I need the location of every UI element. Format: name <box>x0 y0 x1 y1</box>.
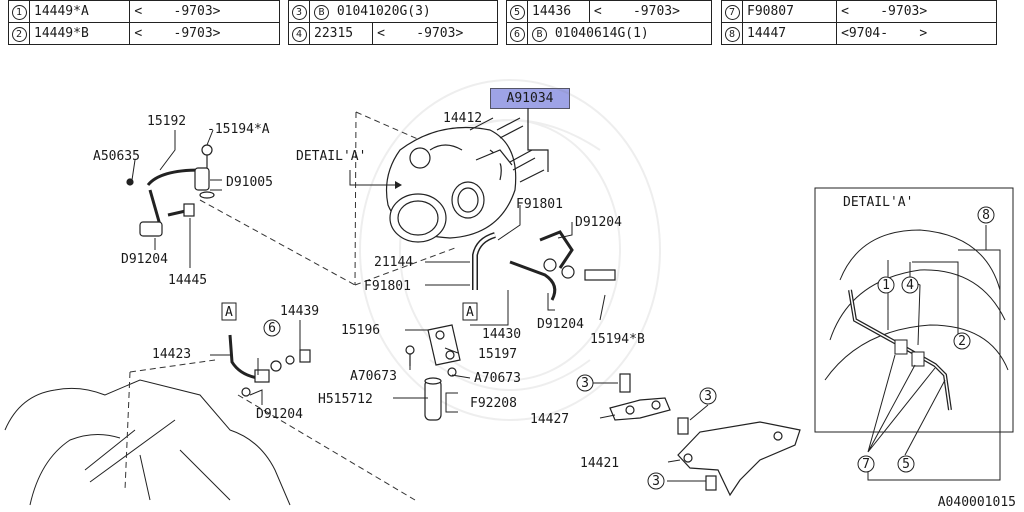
label-14427: 14427 <box>530 412 569 427</box>
lower-oil-pipe <box>228 334 311 397</box>
reference-box-a <box>221 302 237 321</box>
callout-number: 3 <box>652 474 660 489</box>
legend-table-1: 1 14449*A < -9703> 2 14449*B < -9703> <box>8 0 280 45</box>
label-d91204-b: D91204 <box>575 215 622 230</box>
label-15194a: -15194*A <box>207 122 270 137</box>
turbocharger <box>385 126 517 243</box>
leader-lines <box>131 117 709 482</box>
label-14445: 14445 <box>168 273 207 288</box>
legend-part: 14449*B <box>28 22 131 45</box>
reference-box-a <box>462 302 478 321</box>
brackets <box>609 373 801 497</box>
bolt-b-mark: B <box>532 26 547 42</box>
callout-number: 7 <box>862 457 870 472</box>
label-15194b: 15194*B <box>590 332 645 347</box>
legend-range: < -9703> <box>372 22 498 45</box>
label-14439: 14439 <box>280 304 319 319</box>
oil-return-hoses <box>472 230 616 301</box>
highlighted-part-label[interactable]: A91034 <box>490 88 570 109</box>
engine-callout-lines <box>124 359 416 501</box>
label-f91801-a: F91801 <box>516 197 563 212</box>
label-a70673-a: A70673 <box>350 369 397 384</box>
legend-table-2: 3 B 01041020G(3) 4 22315 < -9703> <box>288 0 498 45</box>
label-14412: 14412 <box>443 111 482 126</box>
callout-circle-1 <box>877 276 895 294</box>
label-d91005: D91005 <box>226 175 273 190</box>
callout-number: 8 <box>982 208 990 223</box>
label-21144: 21144 <box>374 255 413 270</box>
callout-5: 5 <box>509 4 525 20</box>
legend-range: <9704- > <box>836 22 997 45</box>
label-a70673-b: A70673 <box>474 371 521 386</box>
legend-range: < -9703> <box>129 22 280 45</box>
label-box-a: A <box>225 305 233 320</box>
watermark-emblem <box>359 79 661 421</box>
callout-3: 3 <box>291 4 307 20</box>
label-15192: 15192 <box>147 114 186 129</box>
callout-8: 8 <box>724 26 740 42</box>
drain-pipe <box>405 324 461 421</box>
callout-number: 6 <box>268 321 276 336</box>
callout-circle-5 <box>897 455 915 473</box>
detail-a-title: DETAIL'A' <box>843 195 913 210</box>
label-14421: 14421 <box>580 456 619 471</box>
label-d91204-a: D91204 <box>121 252 168 267</box>
callout-number: 1 <box>882 278 890 293</box>
label-14430: 14430 <box>482 327 521 342</box>
legend-range: < -9703> <box>129 0 280 23</box>
legend-part: 01040614G(1) <box>554 25 649 41</box>
label-14423: 14423 <box>152 347 191 362</box>
engine-outline <box>4 379 291 506</box>
bolt-b-mark: B <box>314 4 329 20</box>
callout-circle-7 <box>857 455 875 473</box>
label-f91801-b: F91801 <box>364 279 411 294</box>
callout-circle-3 <box>699 387 717 405</box>
callout-number: 3 <box>704 389 712 404</box>
label-detail-a: DETAIL'A' <box>296 149 366 164</box>
callout-circle-2 <box>953 332 971 350</box>
callout-circle-8 <box>977 206 995 224</box>
legend-part: 14447 <box>741 22 838 45</box>
callout-number: 5 <box>902 457 910 472</box>
callout-circle-3 <box>576 374 594 392</box>
callout-circle-4 <box>901 276 919 294</box>
legend-table-3: 5 14436 < -9703> 6 B 01040614G(1) <box>506 0 713 45</box>
oil-feed-pipe <box>126 144 215 237</box>
detail-callout-lines <box>199 111 456 286</box>
label-box-a: A <box>466 305 474 320</box>
callout-1: 1 <box>11 4 27 20</box>
label-d91204-c: D91204 <box>537 317 584 332</box>
label-h515712: H515712 <box>318 392 373 407</box>
detail-a-drawing <box>824 229 1009 411</box>
legend-part: 01041020G(3) <box>336 3 431 19</box>
callout-number: 2 <box>958 334 966 349</box>
detail-arrowhead <box>395 181 402 189</box>
callout-circle-3 <box>647 472 665 490</box>
label-f92208: F92208 <box>470 396 517 411</box>
callout-number: 3 <box>581 376 589 391</box>
callout-6: 6 <box>509 26 525 42</box>
label-15197: 15197 <box>478 347 517 362</box>
detail-arrow <box>349 170 400 186</box>
label-d91204-d: D91204 <box>256 407 303 422</box>
legend-part: 22315 <box>308 22 374 45</box>
callout-4: 4 <box>291 26 307 42</box>
callout-7: 7 <box>724 4 740 20</box>
legend-part: 14449*A <box>28 0 131 23</box>
studs <box>496 108 549 183</box>
callout-2: 2 <box>11 26 27 42</box>
label-15196: 15196 <box>341 323 380 338</box>
callout-circle-6 <box>263 319 281 337</box>
legend-table-4: 7 F90807 < -9703> 8 14447 <9704- > <box>721 0 997 45</box>
figure-code: A040001015 <box>937 495 1016 510</box>
callout-number: 4 <box>906 278 914 293</box>
label-a50635: A50635 <box>93 149 140 164</box>
detail-a-box <box>814 187 1014 433</box>
